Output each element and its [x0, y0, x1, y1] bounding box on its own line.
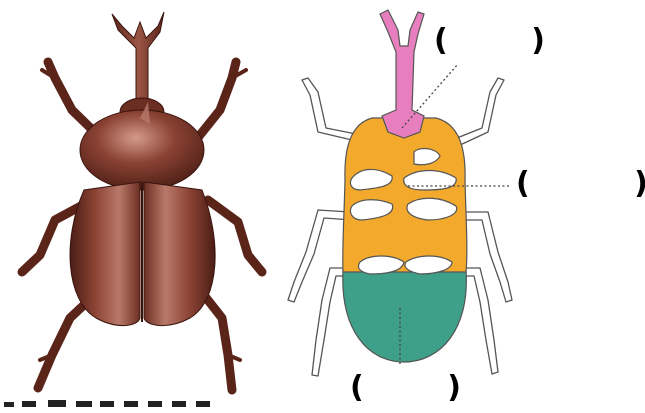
abdomen-label-blank: ( )	[350, 373, 461, 403]
thorax-label-blank: ( )	[516, 169, 645, 199]
beetle-elytra-right	[144, 182, 215, 326]
thorax-section	[343, 118, 467, 272]
head-label-blank: ( )	[434, 26, 545, 56]
realistic-beetle-illustration	[22, 12, 262, 390]
colored-beetle-diagram	[288, 10, 512, 376]
cropped-caption-marks	[4, 400, 210, 407]
beetle-pronotum	[80, 110, 204, 190]
head-section	[380, 10, 424, 138]
head-horn	[112, 12, 164, 112]
abdomen-section	[343, 270, 467, 362]
